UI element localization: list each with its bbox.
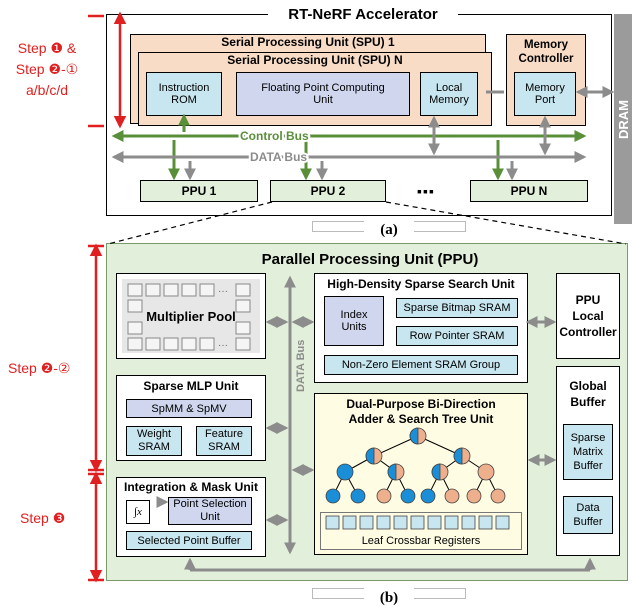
- step-abcd-text: a/b/c/d: [25, 82, 69, 98]
- sparse-bitmap-sram: Sparse Bitmap SRAM: [396, 298, 518, 318]
- tree-nodes: [325, 427, 506, 504]
- integral-box: ∫x: [126, 500, 150, 524]
- spu-1-title: Serial Processing Unit (SPU) 1: [221, 35, 395, 49]
- caption-b: (b): [364, 588, 414, 608]
- tree-edges: [332, 435, 499, 497]
- global-buffer-title: Global Buffer: [569, 379, 607, 409]
- ppu-local-controller: PPU Local Controller: [556, 273, 620, 359]
- multiplier-dots: ··· ···: [218, 286, 228, 351]
- data-bus: [111, 86, 615, 181]
- weight-sram: Weight SRAM: [126, 426, 182, 456]
- data-buffer: Data Buffer: [563, 496, 613, 534]
- leaf-registers: [325, 515, 510, 530]
- feature-sram: Feature SRAM: [196, 426, 252, 456]
- step-3-label: Step ❸: [20, 510, 66, 526]
- step-2-1-text: Step ❷-①: [15, 61, 79, 77]
- ppu-title: Parallel Processing Unit (PPU): [261, 250, 479, 268]
- multiplier-cells: [127, 283, 251, 351]
- svg-text:···: ···: [218, 340, 228, 351]
- ppu-2-box: PPU 2: [270, 180, 386, 202]
- step-1-2-label: Step ❶ & Step ❷-① a/b/c/d: [2, 38, 92, 102]
- step-1-text: Step ❶ &: [17, 40, 77, 56]
- local-memory: Local Memory: [420, 72, 478, 116]
- caption-a: (a): [364, 220, 414, 240]
- ppu-data-bus: [156, 275, 596, 572]
- point-selection-unit: Point Selection Unit: [168, 497, 252, 525]
- accelerator-title: RT-NeRF Accelerator: [268, 4, 458, 24]
- spu-n-title: Serial Processing Unit (SPU) N: [227, 53, 403, 67]
- zoom-lines: [107, 201, 627, 245]
- sparse-mlp-title: Sparse MLP Unit: [143, 379, 239, 393]
- svg-text:···: ···: [218, 286, 228, 297]
- ppu-data-bus-label: DATA Bus: [295, 340, 307, 392]
- ppu-ellipsis: ▪▪▪: [417, 183, 435, 199]
- nonzero-sram-group: Non-Zero Element SRAM Group: [324, 355, 518, 375]
- leaf-crossbar-label: Leaf Crossbar Registers: [361, 535, 481, 547]
- ppu-1-box: PPU 1: [140, 180, 258, 202]
- step-brackets: [88, 11, 127, 583]
- floating-point-unit: Floating Point Computing Unit: [236, 72, 410, 116]
- step-2-2-label: Step ❷-②: [8, 360, 71, 376]
- row-pointer-sram: Row Pointer SRAM: [396, 326, 518, 346]
- dram-block: DRAM: [614, 14, 632, 224]
- control-bus-label: Control Bus: [240, 129, 309, 143]
- data-bus-label: DATA Bus: [250, 150, 307, 164]
- ppu-n-box: PPU N: [470, 180, 588, 202]
- index-units: Index Units: [324, 296, 384, 346]
- sparse-matrix-buffer: Sparse Matrix Buffer: [563, 424, 613, 480]
- memory-port: Memory Port: [514, 72, 576, 116]
- dual-tree-title-2: Adder & Search Tree Unit: [348, 412, 494, 426]
- memory-controller-title: Memory Controller: [518, 39, 574, 65]
- integration-mask-title: Integration & Mask Unit: [123, 480, 258, 494]
- hd-search-title: High-Density Sparse Search Unit: [327, 277, 515, 291]
- selected-point-buffer: Selected Point Buffer: [126, 531, 252, 550]
- spmm-spmv: SpMM & SpMV: [126, 399, 252, 418]
- integral-icon: ∫x: [134, 506, 142, 518]
- multiplier-pool-label: Multiplier Pool: [146, 308, 236, 324]
- dual-tree-title-1: Dual-Purpose Bi-Direction: [346, 397, 496, 411]
